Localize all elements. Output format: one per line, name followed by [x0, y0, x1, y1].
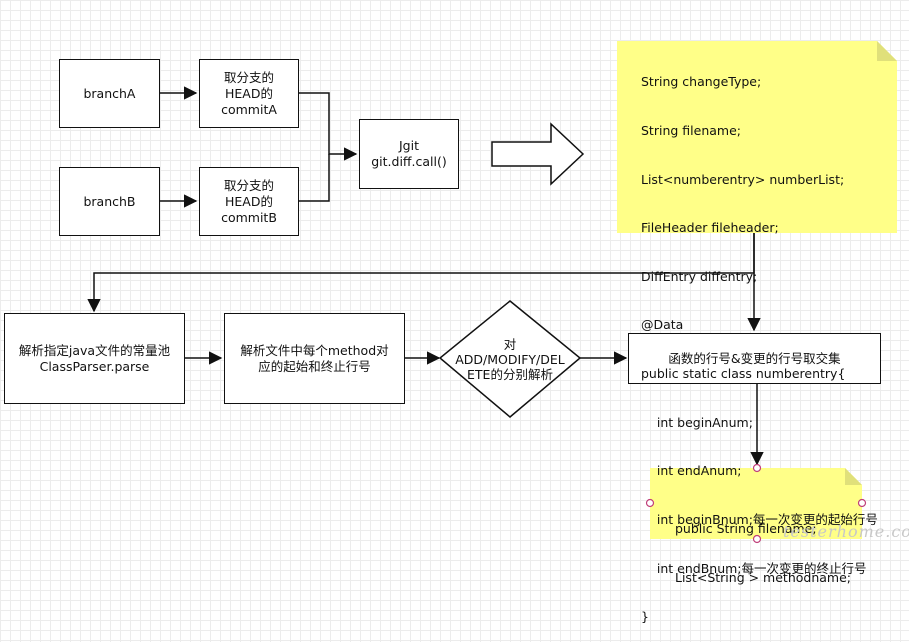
edge-commitb-jgit [299, 154, 330, 202]
note-line: DiffEntry diffentry; [641, 268, 758, 284]
head-commit-a-node[interactable]: 取分支的 HEAD的 commitA [199, 59, 299, 128]
branch-b-node[interactable]: branchB [59, 167, 160, 236]
head-commit-b-label: 取分支的 HEAD的 commitB [221, 177, 277, 225]
note-line: List<String > methodname; [675, 570, 851, 586]
parse-methods-node[interactable]: 解析文件中每个method对 应的起始和终止行号 [224, 313, 405, 404]
note-line: public static class numberentry{ [641, 366, 846, 382]
head-commit-b-node[interactable]: 取分支的 HEAD的 commitB [199, 167, 299, 236]
jgit-label: Jgit git.diff.call() [371, 138, 447, 169]
note-line: List<numberentry> numberList; [641, 171, 845, 187]
parse-constant-pool-node[interactable]: 解析指定java文件的常量池 ClassParser.parse [4, 313, 185, 404]
branch-b-label: branchB [83, 193, 136, 209]
jgit-node[interactable]: Jgit git.diff.call() [359, 119, 459, 189]
big-hollow-arrow [491, 122, 585, 186]
edge-commita-jgit [299, 92, 358, 161]
note-line: } [641, 609, 649, 625]
note-line: String changeType; [641, 74, 762, 90]
decision-label-wrap[interactable]: 对 ADD/MODIFY/DEL ETE的分别解析 [440, 301, 580, 417]
parse-methods-label: 解析文件中每个method对 应的起始和终止行号 [240, 342, 389, 374]
note-line: String filename; [641, 123, 741, 139]
note-line: @Data [641, 317, 684, 333]
branch-a-node[interactable]: branchA [59, 59, 160, 128]
note-line: int endAnum; [641, 463, 742, 479]
branch-a-label: branchA [83, 85, 136, 101]
parse-constant-pool-label: 解析指定java文件的常量池 ClassParser.parse [18, 342, 171, 374]
intersection-node[interactable]: 函数的行号&变更的行号取交集 [628, 333, 881, 384]
note-line: int beginBnum;每一次变更的起始行号 [641, 511, 878, 527]
intersection-label: 函数的行号&变更的行号取交集 [668, 350, 841, 366]
decision-label: 对 ADD/MODIFY/DEL ETE的分别解析 [455, 336, 565, 382]
note-line: FileHeader fileheader; [641, 220, 779, 236]
watermark: testerhome.com [783, 522, 909, 541]
head-commit-a-label: 取分支的 HEAD的 commitA [221, 69, 277, 117]
note-line: public String filename; [675, 521, 817, 537]
note-line: int beginAnum; [641, 414, 753, 430]
result-note[interactable]: public String filename; List<String > me… [675, 489, 855, 602]
